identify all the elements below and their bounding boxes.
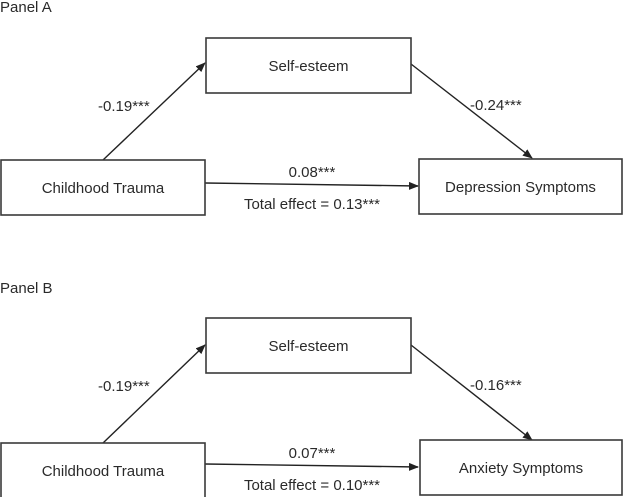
path-a-arrow xyxy=(102,62,206,161)
predictor-box xyxy=(0,159,206,216)
panel-title: Panel A xyxy=(0,0,52,16)
predictor-label: Childhood Trauma xyxy=(42,180,165,197)
path-a-coefficient: -0.19*** xyxy=(98,98,150,115)
mediator-box xyxy=(205,37,412,94)
total-effect: Total effect = 0.13*** xyxy=(244,196,380,213)
mediator-label: Self-esteem xyxy=(268,338,348,355)
path-c-prime-coefficient: 0.08*** xyxy=(289,164,336,181)
path-b-arrow xyxy=(410,63,533,159)
panel-a: Panel A Self-esteem Childhood Trauma Dep… xyxy=(0,0,623,216)
total-effect: Total effect = 0.10*** xyxy=(244,477,380,494)
predictor-box xyxy=(0,442,206,497)
path-b-coefficient: -0.24*** xyxy=(470,97,522,114)
panel-b: Panel B Self-esteem Childhood Trauma Anx… xyxy=(0,280,623,497)
mediator-box xyxy=(205,317,412,374)
path-a-coefficient: -0.19*** xyxy=(98,378,150,395)
mediator-label: Self-esteem xyxy=(268,58,348,75)
path-b-arrow xyxy=(410,344,533,441)
outcome-label: Depression Symptoms xyxy=(445,179,596,196)
predictor-label: Childhood Trauma xyxy=(42,463,165,480)
path-a-arrow xyxy=(102,344,206,444)
path-b-coefficient: -0.16*** xyxy=(470,377,522,394)
outcome-box xyxy=(418,158,623,215)
path-c-prime-coefficient: 0.07*** xyxy=(289,445,336,462)
outcome-label: Anxiety Symptoms xyxy=(459,460,583,477)
path-c-prime-arrow xyxy=(204,462,419,471)
path-c-prime-arrow xyxy=(204,181,419,190)
outcome-box xyxy=(419,439,623,496)
panel-title: Panel B xyxy=(0,280,53,297)
